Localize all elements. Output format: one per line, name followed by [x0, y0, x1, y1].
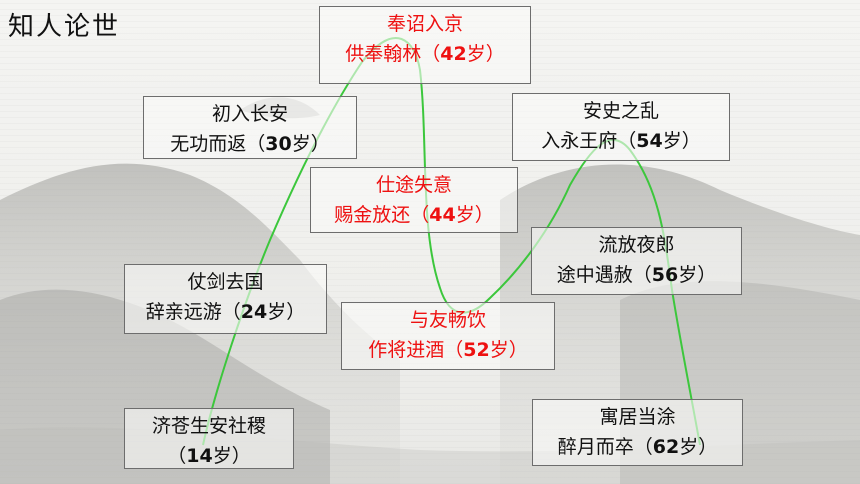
event-title: 仗剑去国	[187, 271, 264, 293]
event-title: 安史之乱	[582, 100, 659, 122]
event-box-yuju: 寓居当涂 醉月而卒（62岁）	[532, 399, 743, 466]
event-age: 52	[463, 339, 490, 361]
event-detail: 赐金放还（44岁）	[334, 204, 494, 226]
event-box-liufang: 流放夜郎 途中遇赦（56岁）	[531, 227, 742, 295]
event-title: 寓居当涂	[599, 406, 676, 428]
event-detail: （14岁）	[167, 445, 251, 467]
event-box-anshi: 安史之乱 入永王府（54岁）	[512, 93, 730, 161]
event-title: 与友畅饮	[409, 309, 486, 331]
event-box-fengzhao: 奉诏入京 供奉翰林（42岁）	[319, 6, 531, 84]
event-age: 44	[429, 204, 456, 226]
event-age: 24	[240, 301, 268, 323]
event-age: 54	[636, 130, 663, 152]
event-detail: 供奉翰林（42岁）	[345, 43, 505, 65]
event-box-zhangjian: 仗剑去国 辞亲远游（24岁）	[124, 264, 327, 334]
event-age: 56	[651, 264, 679, 286]
event-detail: 途中遇赦（56岁）	[556, 264, 717, 286]
event-box-churu: 初入长安 无功而返（30岁）	[143, 96, 357, 159]
event-age: 14	[186, 445, 213, 467]
event-box-shitu: 仕途失意 赐金放还（44岁）	[310, 167, 518, 233]
event-detail: 醉月而卒（62岁）	[557, 436, 718, 458]
event-title: 初入长安	[211, 103, 288, 125]
event-age: 62	[652, 436, 680, 458]
event-age: 30	[265, 133, 292, 155]
event-age: 42	[440, 43, 467, 65]
event-detail: 无功而返（30岁）	[170, 133, 330, 155]
event-detail: 入永王府（54岁）	[541, 130, 701, 152]
event-box-jicang: 济苍生安社稷 （14岁）	[124, 408, 294, 469]
event-title: 仕途失意	[375, 174, 452, 196]
event-detail: 辞亲远游（24岁）	[145, 301, 306, 323]
event-title: 流放夜郎	[598, 234, 675, 256]
page-title: 知人论世	[8, 12, 121, 42]
event-title: 济苍生安社稷	[151, 415, 266, 437]
event-detail: 作将进酒（52岁）	[368, 339, 528, 361]
event-title: 奉诏入京	[386, 13, 463, 35]
event-box-yuyou: 与友畅饮 作将进酒（52岁）	[341, 302, 555, 370]
